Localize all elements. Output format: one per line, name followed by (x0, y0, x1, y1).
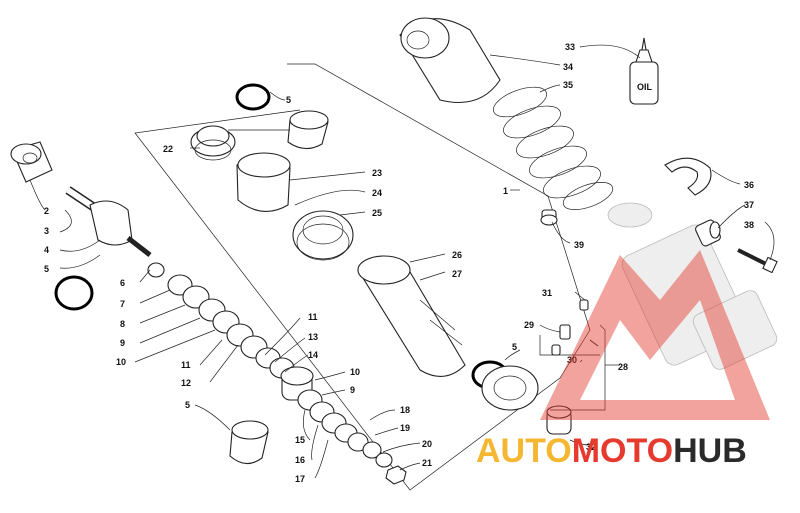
wear-band-top (287, 110, 329, 150)
label-24: 24 (372, 188, 382, 198)
label-23: 23 (372, 168, 382, 178)
label-7: 7 (120, 299, 125, 309)
lower-shim-stack (297, 389, 407, 485)
o-ring-top (235, 83, 271, 111)
assembly-frame-outline (134, 63, 591, 491)
top-bushing (10, 141, 53, 183)
label-6: 6 (120, 278, 125, 288)
o-ring-left (54, 275, 94, 311)
coil-spring (493, 86, 614, 210)
label-18: 18 (400, 405, 410, 415)
label-9b: 9 (350, 385, 355, 395)
label-26: 26 (452, 250, 462, 260)
label-8: 8 (120, 319, 125, 329)
label-20: 20 (422, 439, 432, 449)
label-16: 16 (295, 455, 305, 465)
label-5b: 5 (185, 400, 190, 410)
label-19: 19 (400, 423, 410, 433)
label-31: 31 (542, 288, 552, 298)
label-27: 27 (452, 269, 462, 279)
spring-clip (664, 157, 712, 196)
wear-band-lower (229, 420, 269, 465)
label-12: 12 (181, 378, 191, 388)
leader-lines (29, 44, 775, 479)
label-3: 3 (44, 226, 49, 236)
bleed-fittings (551, 299, 599, 356)
label-21: 21 (422, 458, 432, 468)
label-29: 29 (524, 320, 534, 330)
piston-shaft (65, 186, 152, 257)
label-10b: 10 (350, 367, 360, 377)
label-15: 15 (295, 435, 305, 445)
label-34: 34 (563, 62, 573, 72)
watermark-triangle (540, 250, 770, 420)
oil-bottle: OIL (629, 37, 659, 105)
label-11a: 11 (181, 360, 191, 370)
label-33: 33 (565, 42, 575, 52)
watermark-text: AUTOMOTOHUB (476, 432, 747, 470)
label-28: 28 (618, 362, 628, 372)
label-37: 37 (744, 200, 754, 210)
label-30: 30 (567, 355, 577, 365)
end-bushing (546, 405, 572, 435)
bushing-sleeve (695, 219, 721, 247)
valve-fitting (540, 209, 558, 226)
watermark-logo (540, 250, 770, 420)
label-17: 17 (295, 474, 305, 484)
label-25: 25 (372, 208, 382, 218)
label-11b: 11 (308, 312, 318, 322)
label-10a: 10 (116, 357, 126, 367)
part-labels: 33 34 35 1 36 37 38 39 2 3 4 5 6 7 8 9 1… (44, 42, 754, 484)
watermark-part-2: MOTO (572, 432, 673, 470)
label-5d: 5 (512, 342, 517, 352)
shim-stack (147, 262, 295, 379)
bladder-sleeve (236, 152, 291, 212)
label-35: 35 (563, 80, 573, 90)
shock-body-ghost (607, 202, 778, 370)
label-4: 4 (44, 245, 49, 255)
label-22: 22 (163, 144, 173, 154)
body-end-cap (481, 365, 539, 411)
label-39: 39 (574, 240, 584, 250)
label-5a: 5 (44, 264, 49, 274)
shock-body-tube (357, 255, 466, 377)
watermark-part-3: HUB (673, 432, 747, 470)
label-38: 38 (744, 220, 754, 230)
mounting-bolt (737, 248, 778, 274)
label-1: 1 (503, 186, 508, 196)
reservoir-cap (399, 17, 501, 104)
label-36: 36 (744, 180, 754, 190)
label-32: 32 (586, 442, 596, 452)
watermark-part-1: AUTO (476, 432, 572, 470)
oil-bottle-label: OIL (637, 82, 653, 92)
label-2: 2 (44, 206, 49, 216)
label-9a: 9 (120, 338, 125, 348)
label-13: 13 (308, 332, 318, 342)
seal-head (190, 125, 236, 161)
label-5c: 5 (286, 95, 291, 105)
label-14: 14 (308, 350, 318, 360)
adjuster-nut (292, 210, 354, 261)
